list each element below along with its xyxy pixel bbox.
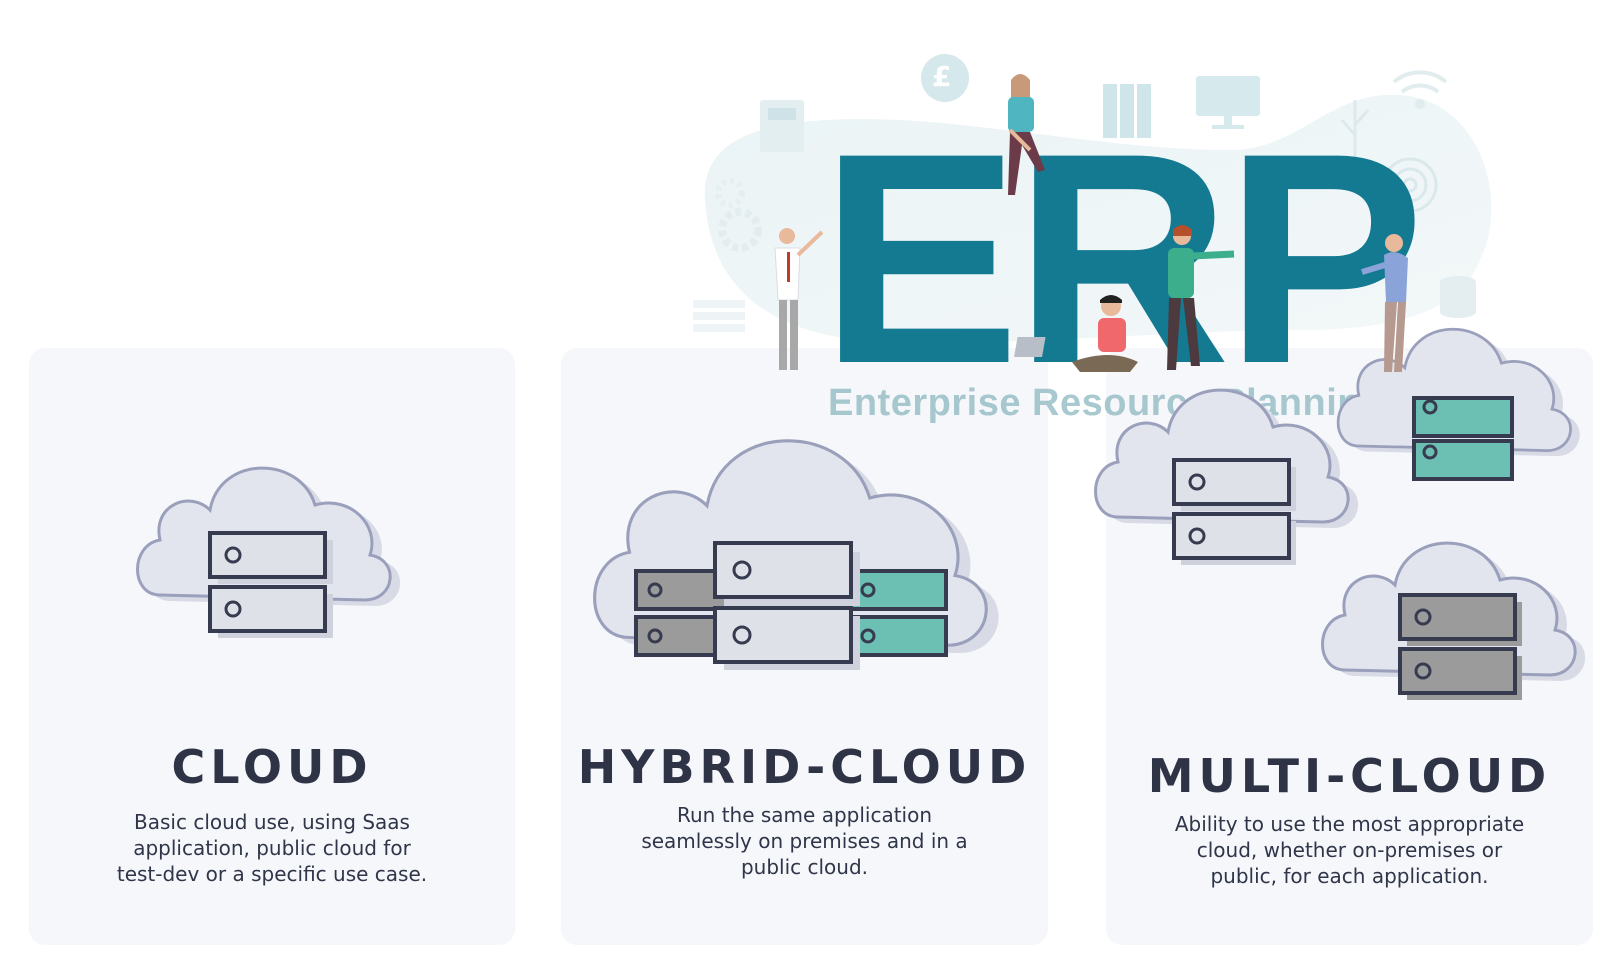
wifi-icon xyxy=(1392,70,1448,94)
binders-icon xyxy=(1103,84,1117,138)
server-stack-icon xyxy=(208,531,333,638)
network-icon xyxy=(1340,100,1370,160)
monitor-icon xyxy=(1196,76,1260,116)
hero-backdrop-blob xyxy=(704,94,1492,343)
database-icon xyxy=(1440,276,1476,318)
person-pointing-icon xyxy=(1167,225,1235,370)
card-title: MULTI-CLOUD xyxy=(1147,749,1552,803)
card-title: CLOUD xyxy=(171,740,373,794)
server-stack-icon xyxy=(1398,593,1522,700)
erp-subtitle: Enterprise Resource Planning xyxy=(828,382,1385,424)
server-stack-icon xyxy=(1412,396,1514,481)
person-laptop-icon xyxy=(1014,295,1138,372)
server-stack-icon xyxy=(1172,458,1296,565)
gear-icon xyxy=(718,208,762,252)
card-description: Basic cloud use, using Saas application,… xyxy=(116,810,428,886)
person-standing-icon xyxy=(1361,234,1408,372)
server-stack-icon xyxy=(634,541,948,670)
currency-symbol: £ xyxy=(932,60,952,93)
list-icon xyxy=(693,300,745,332)
card-description: Run the same application seamlessly on p… xyxy=(641,803,968,879)
coin-icon xyxy=(921,54,969,102)
target-icon xyxy=(1382,157,1438,213)
person-sitting-icon xyxy=(1008,74,1045,195)
card-description: Ability to use the most appropriate clou… xyxy=(1174,812,1525,888)
card-cloud: CLOUD Basic cloud use, using Saas applic… xyxy=(29,348,515,945)
person-presenting-icon xyxy=(774,228,824,370)
card-title: HYBRID-CLOUD xyxy=(577,740,1032,794)
